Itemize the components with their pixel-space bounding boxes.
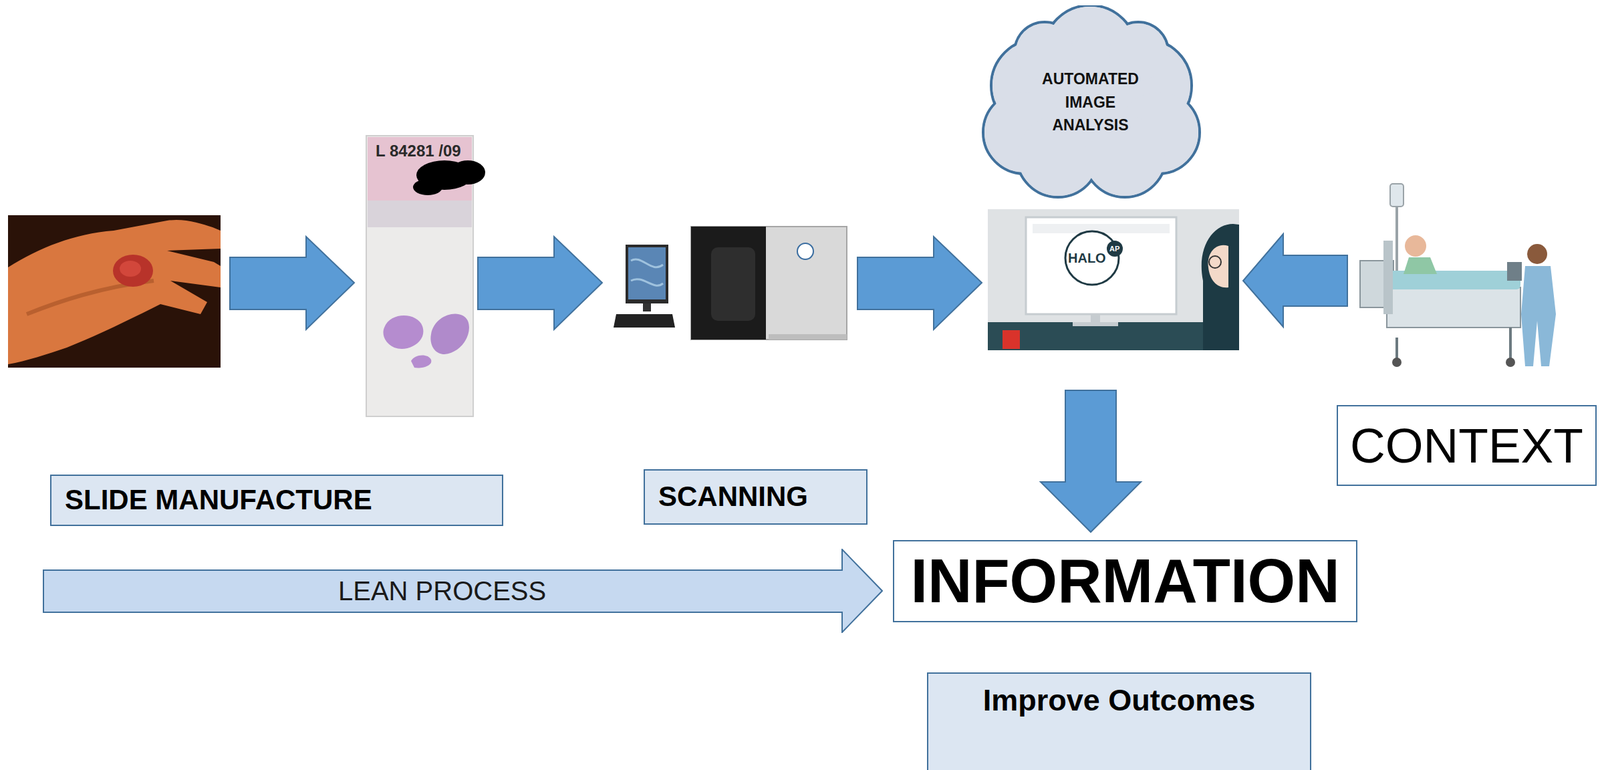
redaction-blob bbox=[450, 160, 486, 185]
block-arrow-connector bbox=[1040, 390, 1141, 532]
hand-shape bbox=[8, 219, 221, 365]
desk bbox=[987, 322, 1240, 351]
node-text: LEAN PROCESS bbox=[338, 576, 547, 607]
monitor-screen bbox=[628, 247, 666, 300]
person-hair bbox=[1201, 223, 1240, 351]
bed-wheel bbox=[1505, 357, 1516, 367]
step-label: SLIDE MANUFACTURE bbox=[50, 474, 504, 526]
iv-bag bbox=[1390, 183, 1404, 207]
scanner-front bbox=[691, 226, 766, 340]
block-arrow bbox=[1243, 233, 1348, 327]
patient-head bbox=[1404, 235, 1427, 257]
monitor bbox=[1025, 217, 1177, 315]
glass-slide bbox=[366, 135, 486, 417]
hand-photo bbox=[8, 215, 221, 368]
tissue-section bbox=[411, 354, 432, 368]
logo-badge bbox=[1106, 240, 1123, 257]
cloud-callout: AUTOMATED IMAGE ANALYSIS bbox=[964, 5, 1217, 200]
tablet bbox=[1507, 261, 1522, 281]
process-arrow: LEAN PROCESS bbox=[42, 548, 883, 633]
skin-lesion-centre bbox=[119, 260, 142, 277]
node-text: Improve Outcomes bbox=[983, 683, 1256, 718]
slide-label-text: L 84281 /09 bbox=[375, 141, 462, 161]
scanner-logo bbox=[797, 243, 814, 260]
nurse-head bbox=[1527, 243, 1548, 264]
nurse-body bbox=[1521, 265, 1556, 367]
slide-scanner bbox=[613, 226, 847, 340]
keyboard bbox=[613, 314, 676, 328]
workstation-node: HALOAP bbox=[987, 209, 1240, 351]
block-arrow bbox=[857, 236, 982, 330]
monitor-stand bbox=[642, 303, 651, 312]
monitor-foot bbox=[1072, 322, 1119, 327]
bed-frame bbox=[1386, 287, 1521, 328]
scanner-base bbox=[768, 334, 847, 340]
block-arrow bbox=[229, 236, 355, 330]
node-text: SLIDE MANUFACTURE bbox=[64, 483, 373, 516]
slide-label-strip bbox=[367, 200, 472, 228]
node-text: CONTEXT bbox=[1350, 417, 1584, 474]
bed-wheel bbox=[1392, 357, 1402, 367]
patient-body bbox=[1403, 257, 1437, 275]
node-text: INFORMATION bbox=[910, 546, 1340, 617]
patient-scene bbox=[1360, 183, 1556, 367]
scanner-door bbox=[711, 247, 756, 321]
workstation-picture bbox=[987, 209, 1240, 351]
logo-ring bbox=[1065, 231, 1119, 285]
photo-ground bbox=[8, 215, 221, 368]
red-mug bbox=[1002, 330, 1020, 349]
step-label: SCANNING bbox=[643, 469, 868, 525]
monitor-stand bbox=[1090, 314, 1101, 324]
node-text: SCANNING bbox=[658, 480, 809, 513]
bed-leg bbox=[1509, 327, 1512, 361]
block-arrow bbox=[477, 236, 603, 330]
tissue-section bbox=[430, 314, 470, 355]
monitor bbox=[625, 244, 669, 304]
node-text: AP bbox=[1109, 244, 1120, 253]
outcome-box: Improve Outcomes bbox=[926, 672, 1312, 770]
node-text: HALO bbox=[1068, 250, 1107, 266]
information-box: INFORMATION bbox=[892, 540, 1358, 623]
tissue-section bbox=[382, 315, 424, 349]
skin-lesion bbox=[112, 254, 154, 287]
process-arrow-body bbox=[43, 549, 883, 633]
person-face bbox=[1208, 245, 1229, 288]
slide-label-area bbox=[367, 137, 472, 228]
context-box: CONTEXT bbox=[1336, 405, 1597, 486]
bed-head bbox=[1383, 240, 1393, 315]
node-text: AUTOMATED IMAGE ANALYSIS bbox=[1031, 67, 1149, 138]
glasses bbox=[1209, 255, 1222, 269]
picture-ground bbox=[987, 209, 1240, 351]
screen-image bbox=[630, 259, 663, 286]
redaction-blob bbox=[413, 179, 443, 196]
bed-leg bbox=[1395, 337, 1399, 361]
scanner-body bbox=[691, 226, 847, 340]
